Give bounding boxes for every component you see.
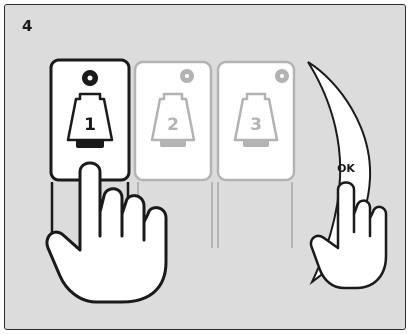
led-indicator-on: [82, 70, 98, 86]
cup-button-2[interactable]: 2: [135, 62, 211, 180]
button-3-label: 3: [250, 115, 262, 135]
ok-label: OK: [337, 162, 355, 175]
button-1-label: 1: [84, 115, 96, 135]
button-2-label: 2: [167, 115, 179, 135]
led-indicator-off: [275, 69, 289, 83]
ok-pressing-hand-icon: [311, 183, 386, 289]
led-indicator-off: [180, 69, 194, 83]
pressing-hand-icon: [47, 163, 166, 302]
cup-button-3[interactable]: 3: [218, 62, 294, 180]
